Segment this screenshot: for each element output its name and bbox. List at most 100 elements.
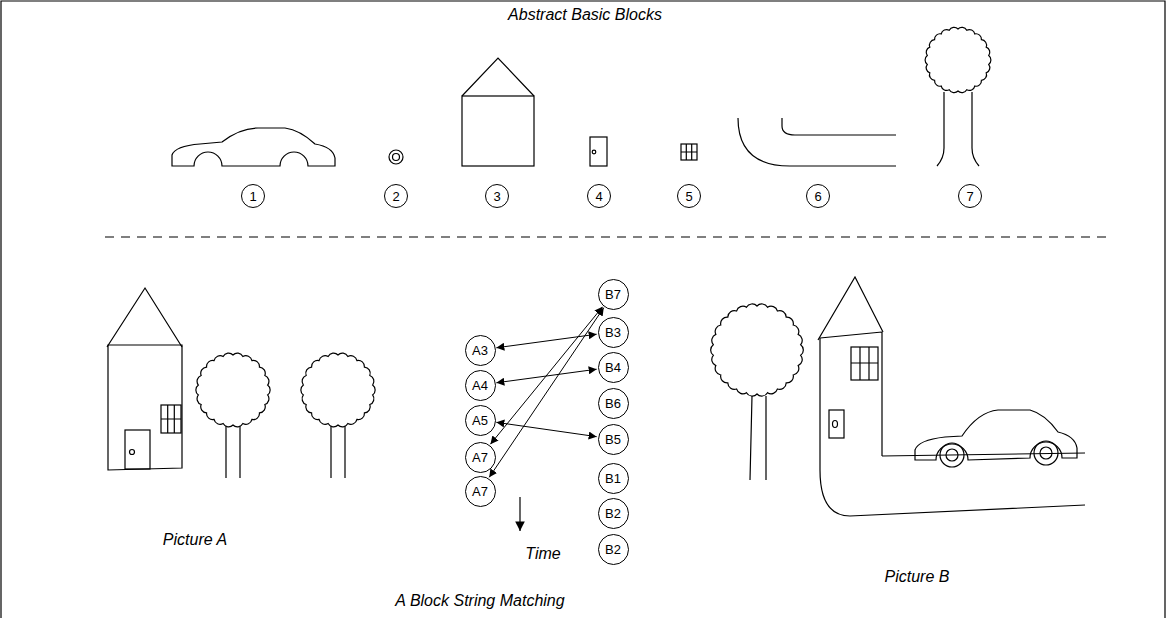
node-label: A5 [472, 414, 488, 427]
road-icon [782, 118, 896, 135]
block-circle: A7 [465, 442, 496, 473]
node-label: 1 [249, 190, 256, 203]
node-label: 7 [966, 190, 973, 203]
house-a [107, 288, 182, 347]
time-arrow [519, 497, 520, 531]
block-circle: A7 [465, 476, 496, 507]
node-label: A7 [472, 451, 488, 464]
callout-number: 2 [384, 184, 408, 208]
caption: A Block String Matching [395, 592, 564, 610]
house-b [851, 347, 878, 380]
tree-icon [925, 27, 991, 92]
house-b [829, 410, 844, 438]
tree-a1 [196, 353, 270, 427]
road-b [820, 453, 1085, 516]
car-icon [172, 128, 335, 166]
node-label: 2 [392, 190, 399, 203]
node-label: A3 [472, 344, 488, 357]
house-a [107, 288, 182, 470]
house-b [833, 421, 838, 428]
tree-a2 [301, 353, 375, 427]
house-icon [462, 58, 534, 166]
house-b [818, 277, 883, 340]
wheel-icon [389, 150, 403, 164]
match-arrow [490, 307, 602, 444]
node-label: 6 [814, 190, 821, 203]
door-icon [590, 137, 607, 166]
node-label: 3 [493, 190, 500, 203]
house-a [161, 405, 181, 433]
picture-label: Time [525, 545, 560, 563]
block-circle: B7 [598, 279, 629, 310]
tree-a2 [301, 353, 375, 478]
callout-number: 5 [677, 184, 701, 208]
car-b [1040, 447, 1052, 459]
tree-a1 [226, 426, 240, 478]
callout-number: 3 [485, 184, 509, 208]
tree-a2 [331, 426, 345, 478]
car-b [946, 449, 958, 461]
node-label: 4 [595, 190, 602, 203]
house-b [818, 277, 883, 470]
block-circle: A5 [465, 405, 496, 436]
block-circle: A4 [465, 370, 496, 401]
picture-label: Picture A [163, 531, 227, 549]
node-label: B6 [605, 397, 621, 410]
house-a [125, 430, 150, 469]
match-arrow [496, 422, 596, 436]
tree-icon [937, 92, 979, 166]
node-label: B3 [605, 326, 621, 339]
block-circle: B3 [598, 317, 629, 348]
door-icon [590, 137, 607, 166]
house-a [108, 345, 182, 470]
block-circle: B6 [598, 388, 629, 419]
callout-number: 4 [587, 184, 611, 208]
road-b [882, 453, 1085, 456]
separator [105, 236, 1110, 237]
car-b [915, 410, 1077, 460]
callout-number: 1 [241, 184, 265, 208]
block-circle: B2 [598, 498, 629, 529]
tree-b [711, 304, 804, 396]
node-label: B4 [605, 361, 621, 374]
block-circle: B4 [598, 352, 629, 383]
house-a [130, 450, 135, 455]
callout-number: 7 [958, 184, 982, 208]
node-label: B7 [605, 288, 621, 301]
road-b [820, 470, 1085, 516]
wheel-icon [393, 154, 400, 161]
house-icon [462, 96, 534, 166]
car-icon [172, 128, 335, 166]
tree-b [750, 396, 766, 480]
block-circle: B1 [598, 463, 629, 494]
block-circle: B5 [598, 424, 629, 455]
door-icon [592, 150, 596, 154]
tree-a1 [196, 353, 270, 478]
house-b [851, 347, 878, 380]
window-icon [681, 144, 697, 160]
node-label: 5 [685, 190, 692, 203]
road-icon [738, 118, 896, 166]
node-label: B2 [605, 507, 621, 520]
house-icon [462, 58, 534, 96]
house-b [820, 332, 882, 470]
node-label: B1 [605, 472, 621, 485]
match-arrow [489, 308, 604, 478]
node-label: B2 [605, 543, 621, 556]
tree-b [711, 304, 804, 480]
tree-icon [925, 27, 991, 166]
callout-number: 6 [806, 184, 830, 208]
window-icon [681, 144, 697, 160]
window-icon [681, 144, 697, 160]
wheel-icon [389, 150, 403, 164]
time-arrow [519, 497, 520, 531]
block-circle: B2 [598, 534, 629, 565]
car-b [1034, 441, 1058, 465]
picture-label: Picture B [885, 568, 950, 586]
title: Abstract Basic Blocks [508, 6, 662, 24]
